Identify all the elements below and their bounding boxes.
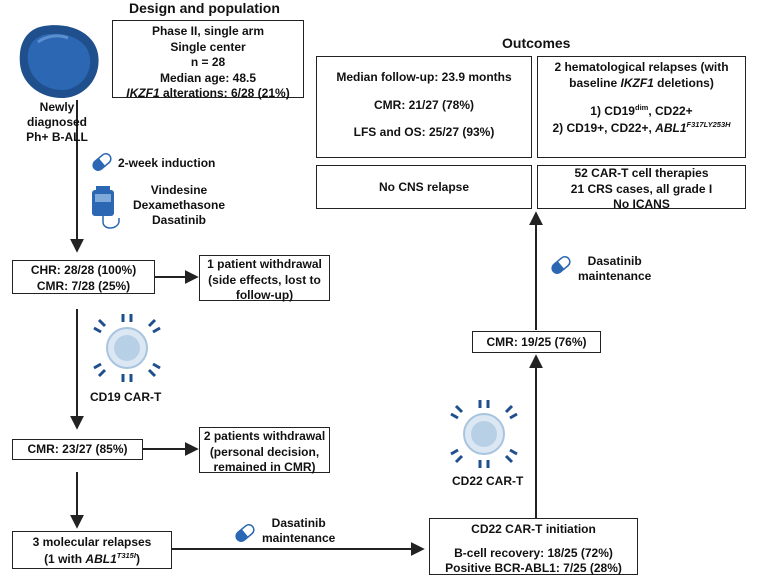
patient-label-line2: diagnosed bbox=[26, 115, 87, 129]
case1-sup: dim bbox=[634, 103, 649, 113]
chr-box: CHR: 28/28 (100%) CMR: 7/28 (25%) bbox=[12, 260, 155, 294]
dasatinib-right-line1: Dasatinib bbox=[587, 254, 642, 268]
design-heading: Design and population bbox=[129, 0, 280, 16]
case2-gene: ABL1 bbox=[655, 120, 687, 135]
relapses-pre: (1 with bbox=[44, 551, 86, 566]
design-box: Phase II, single arm Single center n = 2… bbox=[112, 20, 304, 100]
induction-label: 2-week induction bbox=[118, 156, 216, 170]
pill-icon bbox=[92, 153, 112, 171]
withdrawal1-line2: (side effects, lost to bbox=[208, 272, 321, 287]
pill-icon-bottom bbox=[235, 524, 255, 542]
cd22-car-t-label: CD22 CAR-T bbox=[452, 474, 524, 488]
cmr3-box: CMR: 19/25 (76%) bbox=[472, 331, 601, 353]
design-age: Median age: 48.5 bbox=[159, 70, 257, 85]
chr-line: CHR: 28/28 (100%) bbox=[30, 263, 137, 277]
cd22-bcell-recovery: B-cell recovery: 18/25 (72%) bbox=[454, 545, 613, 560]
withdrawal1-box: 1 patient withdrawal (side effects, lost… bbox=[199, 255, 330, 303]
withdrawal2-line1: 2 patients withdrawal bbox=[203, 429, 326, 443]
cmr2-box: CMR: 23/27 (85%) bbox=[12, 439, 143, 460]
withdrawal2-box: 2 patients withdrawal (personal decision… bbox=[199, 427, 330, 475]
followup-lfs-os: LFS and OS: 25/27 (93%) bbox=[353, 125, 495, 140]
withdrawal1-line3: follow-up) bbox=[235, 288, 294, 303]
design-ikzf1-rest: alterations: 6/28 (21%) bbox=[159, 86, 290, 101]
hem-relapses-case1: 1) CD19dim, CD22+ bbox=[538, 103, 745, 120]
crs-cases: 21 CRS cases, all grade I bbox=[570, 181, 713, 196]
icans: No ICANS bbox=[613, 197, 670, 212]
design-ikzf1-gene: IKZF1 bbox=[126, 86, 160, 101]
patient-label-line3: Ph+ B-ALL bbox=[26, 130, 88, 144]
cd22-bcr-abl1: Positive BCR-ABL1: 7/25 (28%) bbox=[445, 561, 622, 576]
case1-post: , CD22+ bbox=[648, 104, 693, 119]
case2-pre: 2) CD19+, CD22+, bbox=[552, 120, 656, 135]
molecular-relapses-box: 3 molecular relapses (1 with ABL1T315I) bbox=[12, 531, 172, 569]
patient-label: Newly diagnosed Ph+ B-ALL bbox=[12, 100, 102, 145]
cd19-car-t-label: CD19 CAR-T bbox=[90, 390, 162, 404]
hematological-relapses-box: 2 hematological relapses (with baseline … bbox=[537, 56, 746, 158]
drug-dexamethasone: Dexamethasone bbox=[132, 198, 226, 212]
outcomes-heading: Outcomes bbox=[502, 35, 571, 51]
dasatinib-right-line2: maintenance bbox=[578, 269, 652, 283]
iv-bag-icon bbox=[92, 186, 120, 229]
hem-relapses-gene: IKZF1 bbox=[620, 75, 654, 90]
relapses-mutation: T315I bbox=[116, 550, 136, 560]
design-phase: Phase II, single arm bbox=[151, 24, 265, 38]
relapses-gene: ABL1 bbox=[85, 551, 117, 566]
induction-drugs: Vindesine Dexamethasone Dasatinib bbox=[124, 183, 234, 228]
withdrawal1-line1: 1 patient withdrawal bbox=[207, 257, 322, 271]
dasatinib-right-label: Dasatinib maintenance bbox=[578, 254, 651, 284]
relapses-line1: 3 molecular relapses bbox=[32, 535, 152, 549]
hem-relapses-line1: 2 hematological relapses (with bbox=[554, 60, 729, 74]
followup-box: Median follow-up: 23.9 months CMR: 21/27… bbox=[316, 56, 532, 158]
patient-cell-icon bbox=[19, 25, 99, 99]
cd22-initiation-box: CD22 CAR-T initiation B-cell recovery: 1… bbox=[429, 518, 638, 575]
cns-box: No CNS relapse bbox=[316, 165, 532, 209]
withdrawal2-line3: remained in CMR) bbox=[213, 460, 316, 475]
car-t-therapies-box: 52 CAR-T cell therapies 21 CRS cases, al… bbox=[537, 165, 746, 211]
hem-relapses-post: deletions) bbox=[653, 75, 714, 90]
design-n: n = 28 bbox=[190, 55, 226, 70]
pill-icon-right bbox=[551, 256, 571, 274]
relapses-line2: (1 with ABL1T315I) bbox=[13, 551, 171, 568]
drug-vindesine: Vindesine bbox=[150, 183, 208, 197]
patient-label-line1: Newly bbox=[39, 100, 75, 114]
dasatinib-bottom-line2: maintenance bbox=[262, 531, 336, 545]
relapses-post: ) bbox=[135, 551, 140, 566]
cd22-initiation-title: CD22 CAR-T initiation bbox=[471, 522, 596, 536]
car-t-therapies: 52 CAR-T cell therapies bbox=[574, 166, 709, 180]
case1-pre: 1) CD19 bbox=[590, 104, 635, 119]
followup-median: Median follow-up: 23.9 months bbox=[336, 70, 512, 84]
design-center: Single center bbox=[170, 39, 246, 54]
cmr-line: CMR: 7/28 (25%) bbox=[36, 278, 131, 293]
drug-dasatinib: Dasatinib bbox=[151, 213, 206, 227]
followup-cmr: CMR: 21/27 (78%) bbox=[373, 97, 475, 112]
hem-relapses-case2: 2) CD19+, CD22+, ABL1F317LY253H bbox=[538, 120, 745, 137]
cd22-car-t-cell-icon bbox=[450, 400, 518, 468]
design-ikzf1: IKZF1 alterations: 6/28 (21%) bbox=[113, 86, 303, 102]
hem-relapses-pre: baseline bbox=[569, 75, 621, 90]
dasatinib-bottom-line1: Dasatinib bbox=[271, 516, 326, 530]
dasatinib-bottom-label: Dasatinib maintenance bbox=[262, 516, 335, 546]
hem-relapses-line2: baseline IKZF1 deletions) bbox=[538, 76, 745, 92]
cd19-car-t-cell-icon bbox=[93, 314, 161, 382]
case2-sup: F317LY253H bbox=[686, 119, 731, 129]
withdrawal2-line2: (personal decision, bbox=[209, 444, 320, 459]
